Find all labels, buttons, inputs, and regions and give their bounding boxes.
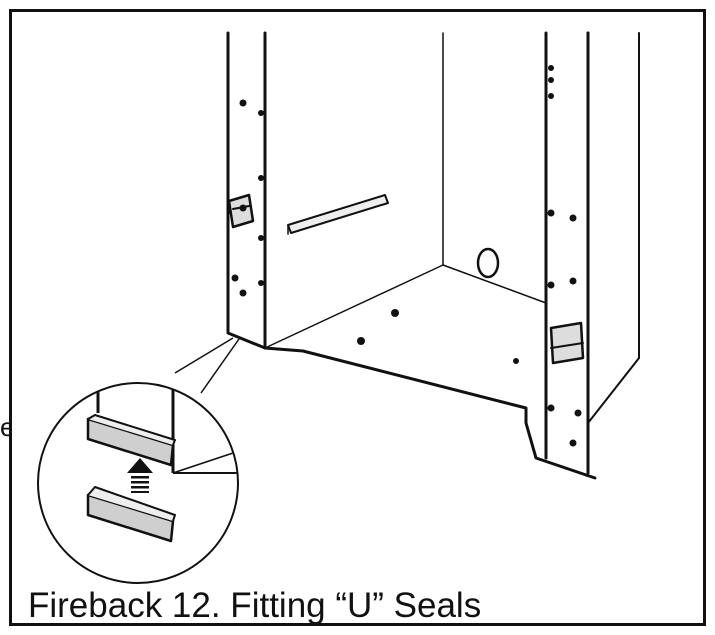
right-bracket (549, 321, 585, 365)
fireback-illustration (37, 31, 640, 584)
detail-callout (37, 382, 239, 584)
left-bracket (227, 193, 255, 229)
fixing-holes (231, 65, 582, 447)
left-panel-front-edge (226, 31, 267, 350)
floor-front-edge (263, 346, 597, 480)
back-wall-floor-line-right (442, 264, 547, 304)
back-wall-floor-line-left (264, 264, 444, 349)
right-panel-bottom-edge (587, 357, 640, 424)
figure-frame: Fireback 12. Fitting “U” Seals (9, 9, 706, 626)
callout-leader (174, 337, 240, 394)
figure-caption: Fireback 12. Fitting “U” Seals (28, 586, 482, 625)
up-arrow-icon (127, 458, 153, 493)
back-wall-slot (287, 194, 389, 234)
back-wall-hole (476, 247, 500, 279)
